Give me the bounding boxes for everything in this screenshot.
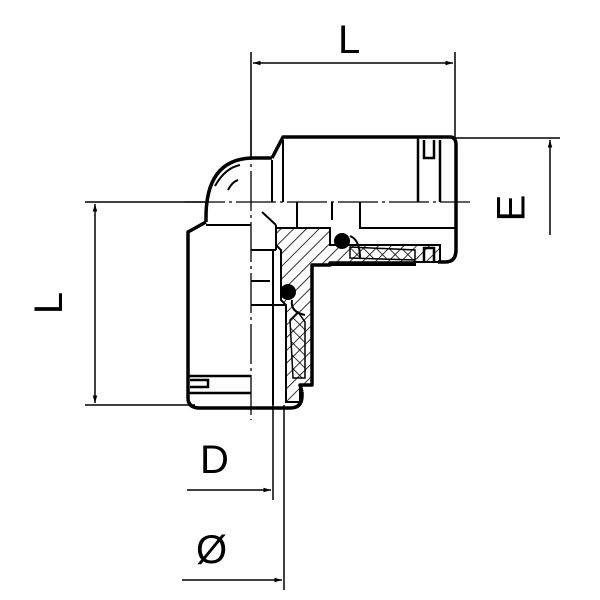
collet-groove-top bbox=[416, 137, 442, 262]
elbow-highlight bbox=[214, 164, 241, 191]
o-rings bbox=[280, 233, 350, 300]
label-height-e: E bbox=[489, 194, 534, 222]
o-ring-top bbox=[334, 233, 350, 249]
hatched-section bbox=[275, 227, 441, 403]
label-length-left: L bbox=[27, 291, 72, 315]
dimension-D bbox=[187, 405, 274, 500]
fitting-body bbox=[186, 135, 458, 410]
retainer-clips bbox=[290, 235, 361, 316]
label-inner-diameter: D bbox=[200, 438, 229, 482]
dimension-E bbox=[455, 137, 560, 235]
label-length-top: L bbox=[338, 18, 361, 62]
dimension-diameter bbox=[182, 405, 285, 590]
centerlines bbox=[185, 120, 470, 420]
collet-groove-bottom bbox=[188, 374, 251, 395]
internal-lines bbox=[206, 140, 455, 405]
o-ring-side bbox=[280, 284, 296, 300]
label-outer-diameter: Ø bbox=[196, 528, 228, 572]
